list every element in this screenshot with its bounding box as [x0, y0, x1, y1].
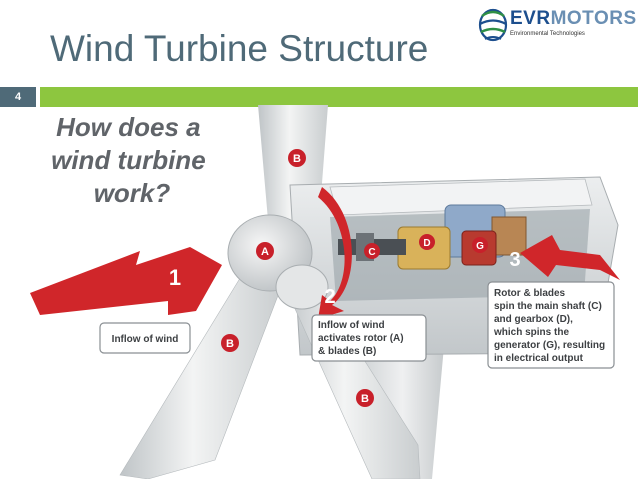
step-3-callout: Rotor & blades spin the main shaft (C) a…	[487, 281, 615, 369]
label-g-generator: G	[472, 237, 488, 253]
page-number: 4	[0, 87, 36, 107]
step-3-text: Rotor & blades spin the main shaft (C) a…	[493, 288, 608, 364]
logo-text-motors: MOTORS	[550, 8, 637, 29]
svg-text:B: B	[293, 153, 301, 165]
headline-line-3: work?	[94, 178, 171, 208]
step-3-arrow	[520, 235, 620, 280]
svg-text:B: B	[226, 338, 234, 350]
step-1-text: Inflow of wind	[112, 334, 179, 345]
rotation-arrow	[318, 187, 352, 319]
company-logo: EVRMOTORS Environmental Technologies	[476, 4, 637, 46]
label-b-top: B	[288, 149, 306, 167]
label-a-rotor: A	[256, 242, 274, 260]
step-2-callout: Inflow of wind activates rotor (A) & bla…	[311, 314, 427, 362]
svg-text:C: C	[368, 247, 375, 258]
headline: How does a wind turbine work?	[51, 112, 213, 208]
step-3-number: 3	[509, 249, 520, 271]
label-b-right: B	[356, 389, 374, 407]
label-d-gearbox: D	[419, 234, 435, 250]
label-b-left: B	[221, 334, 239, 352]
svg-text:A: A	[261, 246, 269, 258]
step-1-number: 1	[169, 265, 181, 290]
rotor-nose	[275, 264, 329, 310]
step-2-number: 2	[324, 286, 335, 308]
headline-line-2: wind turbine	[51, 145, 206, 175]
step-1-arrow	[30, 247, 222, 315]
step-2-text: Inflow of wind activates rotor (A) & bla…	[318, 320, 406, 357]
accent-bar	[40, 87, 638, 107]
globe-swirl-icon	[478, 8, 508, 42]
turbine-diagram: How does a wind turbine work? 1 2 3 B A …	[0, 105, 638, 484]
svg-text:B: B	[361, 393, 369, 405]
headline-line-1: How does a	[56, 112, 200, 142]
label-c-shaft: C	[364, 243, 380, 259]
svg-text:G: G	[476, 241, 484, 252]
step-1-callout: Inflow of wind	[99, 322, 191, 354]
svg-text:D: D	[423, 238, 430, 249]
logo-subtitle: Environmental Technologies	[510, 31, 585, 37]
logo-wordmark: EVRMOTORS	[510, 8, 637, 30]
logo-text-evr: EVR	[510, 8, 551, 29]
slide-title: Wind Turbine Structure	[50, 28, 429, 69]
control-box	[491, 216, 527, 256]
